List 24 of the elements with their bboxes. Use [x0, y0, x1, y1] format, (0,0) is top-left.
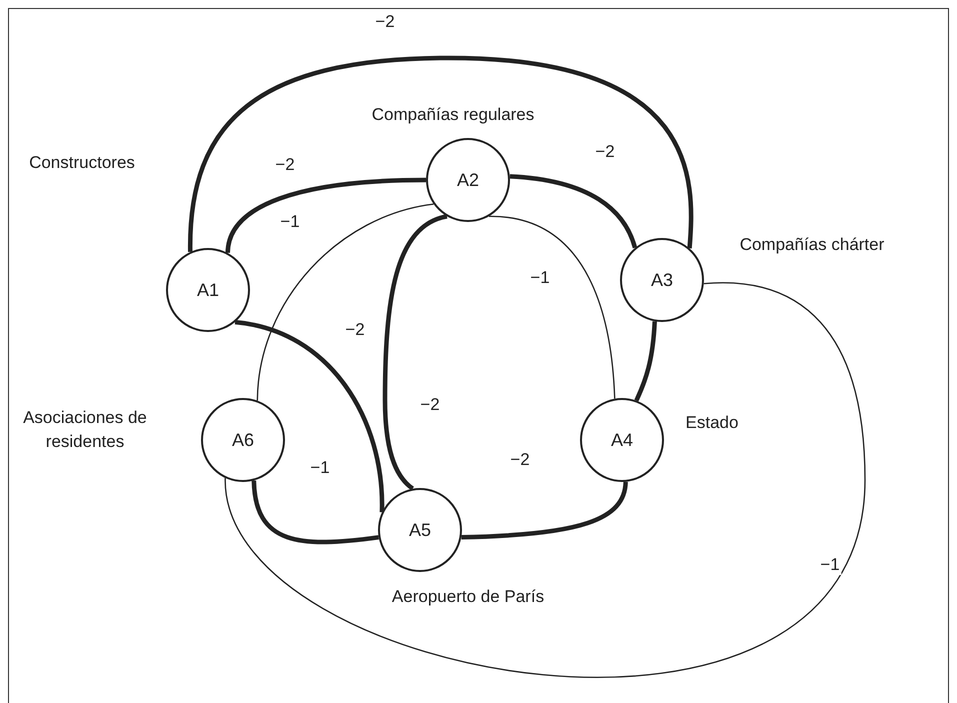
edge-label: −1 [818, 555, 842, 575]
node-caption: Asociaciones de residentes [22, 407, 148, 453]
node-caption: Aeropuerto de París [390, 586, 546, 608]
connector-line [510, 174, 638, 249]
stakeholder-circle: A6 [201, 398, 285, 482]
stakeholder-circle: A5 [378, 488, 462, 572]
connector-line [382, 214, 448, 490]
connector-line [461, 482, 628, 540]
stakeholder-circle: A4 [580, 398, 664, 482]
connector-line [224, 282, 866, 678]
stakeholder-circle: A1 [166, 248, 250, 332]
connector-line [634, 321, 657, 402]
node-caption: Compañías regulares [370, 104, 536, 126]
connector-line [226, 178, 426, 254]
connector-line [488, 216, 616, 399]
connector-line [234, 320, 384, 512]
stakeholder-circle: A3 [620, 238, 704, 322]
connector-line [188, 56, 694, 252]
node-caption: Compañías chárter [738, 234, 886, 256]
stakeholder-circle: A2 [426, 138, 510, 222]
stakeholder-label: Constructores [28, 152, 136, 174]
connector-line [256, 203, 434, 401]
connector-line [252, 480, 379, 544]
node-caption: Estado [684, 412, 740, 434]
